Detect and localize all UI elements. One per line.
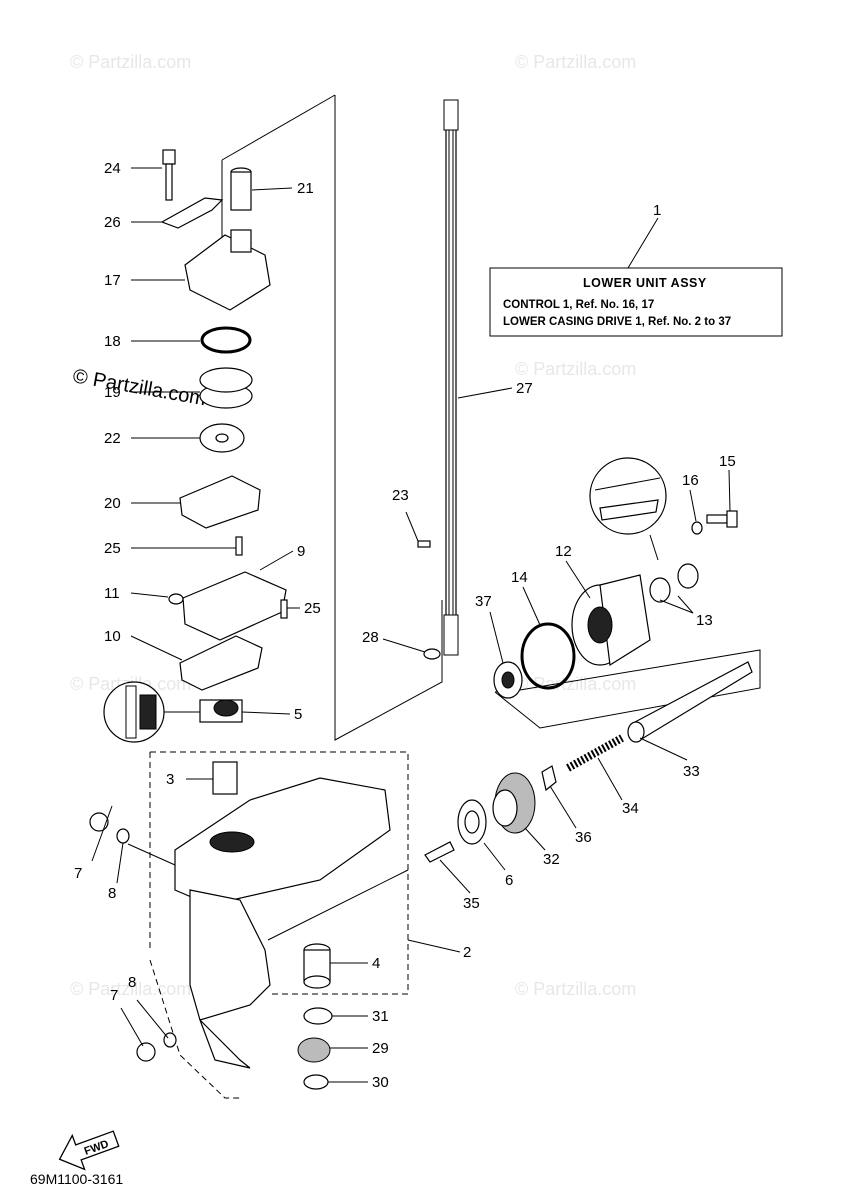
part-26-plate [160, 197, 224, 229]
callout-7: 7 [74, 865, 82, 882]
part-13-bearing-a [649, 577, 671, 603]
callout-31: 31 [372, 1008, 389, 1025]
callout-8b: 8 [128, 974, 136, 991]
callout-1: 1 [653, 202, 661, 219]
housing-detail-inset [589, 457, 667, 561]
callout-29: 29 [372, 1040, 389, 1057]
callout-34: 34 [622, 800, 639, 817]
part-8-washer [116, 828, 130, 844]
callout-24: 24 [104, 160, 121, 177]
callout-30: 30 [372, 1074, 389, 1091]
part-33-propeller-shaft [627, 661, 753, 743]
part-16-washer [691, 521, 703, 535]
callout-23: 23 [392, 487, 409, 504]
callout-21: 21 [297, 180, 314, 197]
part-28-clip [423, 648, 441, 660]
frame-outline [334, 95, 443, 741]
part-9-plate [182, 571, 287, 641]
part-32-gear [492, 772, 536, 834]
spec-box-title: LOWER UNIT ASSY [583, 276, 707, 290]
callout-19: 19 [104, 384, 121, 401]
callout-33: 33 [683, 763, 700, 780]
callout-4: 4 [372, 955, 380, 972]
part-30-nut [303, 1074, 329, 1090]
watermark: © Partzilla.com [70, 52, 191, 72]
watermark-prominent: © Partzilla.com [71, 365, 208, 410]
watermark: © Partzilla.com [515, 359, 636, 379]
callout-13: 13 [696, 612, 713, 629]
part-37-seal [493, 661, 523, 699]
part-12-bearing-housing [571, 574, 651, 667]
part-2-lower-casing [174, 777, 391, 1069]
part-10-gasket [179, 635, 263, 691]
callout-18: 18 [104, 333, 121, 350]
part-36-clip [541, 765, 557, 792]
callout-25: 25 [104, 540, 121, 557]
part-18-o-ring [200, 326, 252, 354]
callout-5: 5 [294, 706, 302, 723]
callout-37: 37 [475, 593, 492, 610]
callout-16: 16 [682, 472, 699, 489]
callout-14: 14 [511, 569, 528, 586]
callout-32: 32 [543, 851, 560, 868]
part-5-seal [199, 699, 243, 723]
callout-15: 15 [719, 453, 736, 470]
callout-12: 12 [555, 543, 572, 560]
part-29-pinion [297, 1037, 331, 1063]
part-31-washer [303, 1007, 333, 1025]
callout-9: 9 [297, 543, 305, 560]
part-23-pin [417, 540, 431, 548]
spec-box-line-1: CONTROL 1, Ref. No. 16, 17 [503, 299, 654, 311]
callout-2: 2 [463, 944, 471, 961]
leader-lines [91, 167, 731, 1083]
part-13-bearing-b [677, 563, 699, 589]
part-14-o-ring [520, 622, 576, 690]
drive-shaft [443, 99, 459, 656]
callout-11: 11 [104, 585, 120, 602]
part-34-spring [566, 734, 624, 772]
part-4-bushing [303, 943, 331, 989]
watermark: © Partzilla.com [515, 52, 636, 72]
part-25-pin [235, 536, 243, 556]
callout-labels: 24 21 26 17 18 19 22 20 25 9 11 25 10 5 … [74, 160, 736, 1091]
seal-detail-inset [103, 681, 200, 743]
part-25-pin-b [280, 599, 288, 619]
part-3-bushing [212, 761, 238, 795]
spec-box: 1 LOWER UNIT ASSY CONTROL 1, Ref. No. 16… [489, 202, 783, 337]
part-7-screw [89, 812, 109, 832]
callout-35: 35 [463, 895, 480, 912]
part-20-plate [179, 475, 261, 529]
callout-3: 3 [166, 771, 174, 788]
part-24-bolt [162, 149, 176, 201]
spec-box-line-2: LOWER CASING DRIVE 1, Ref. No. 2 to 37 [503, 316, 731, 328]
part-15-bolt [706, 510, 738, 528]
callout-6: 6 [505, 872, 513, 889]
callout-36: 36 [575, 829, 592, 846]
part-11-seal [168, 593, 184, 605]
callout-10: 10 [104, 628, 121, 645]
part-6-bearing [457, 799, 487, 845]
watermark: © Partzilla.com [515, 979, 636, 999]
part-7-screw-lower [136, 1042, 156, 1062]
callout-22: 22 [104, 430, 121, 447]
part-19-insert [199, 367, 253, 409]
callout-26: 26 [104, 214, 121, 231]
callout-25b: 25 [304, 600, 321, 617]
part-17-housing [184, 229, 271, 311]
part-22-impeller [199, 423, 245, 453]
fwd-arrow: FWD [58, 1130, 120, 1171]
callout-20: 20 [104, 495, 121, 512]
callout-8: 8 [108, 885, 116, 902]
callout-27: 27 [516, 380, 533, 397]
callout-28: 28 [362, 629, 379, 646]
callout-7b: 7 [110, 987, 118, 1004]
callout-17: 17 [104, 272, 121, 289]
part-35-pin [424, 841, 455, 863]
diagram-code: 69M1100-3161 [30, 1171, 123, 1187]
